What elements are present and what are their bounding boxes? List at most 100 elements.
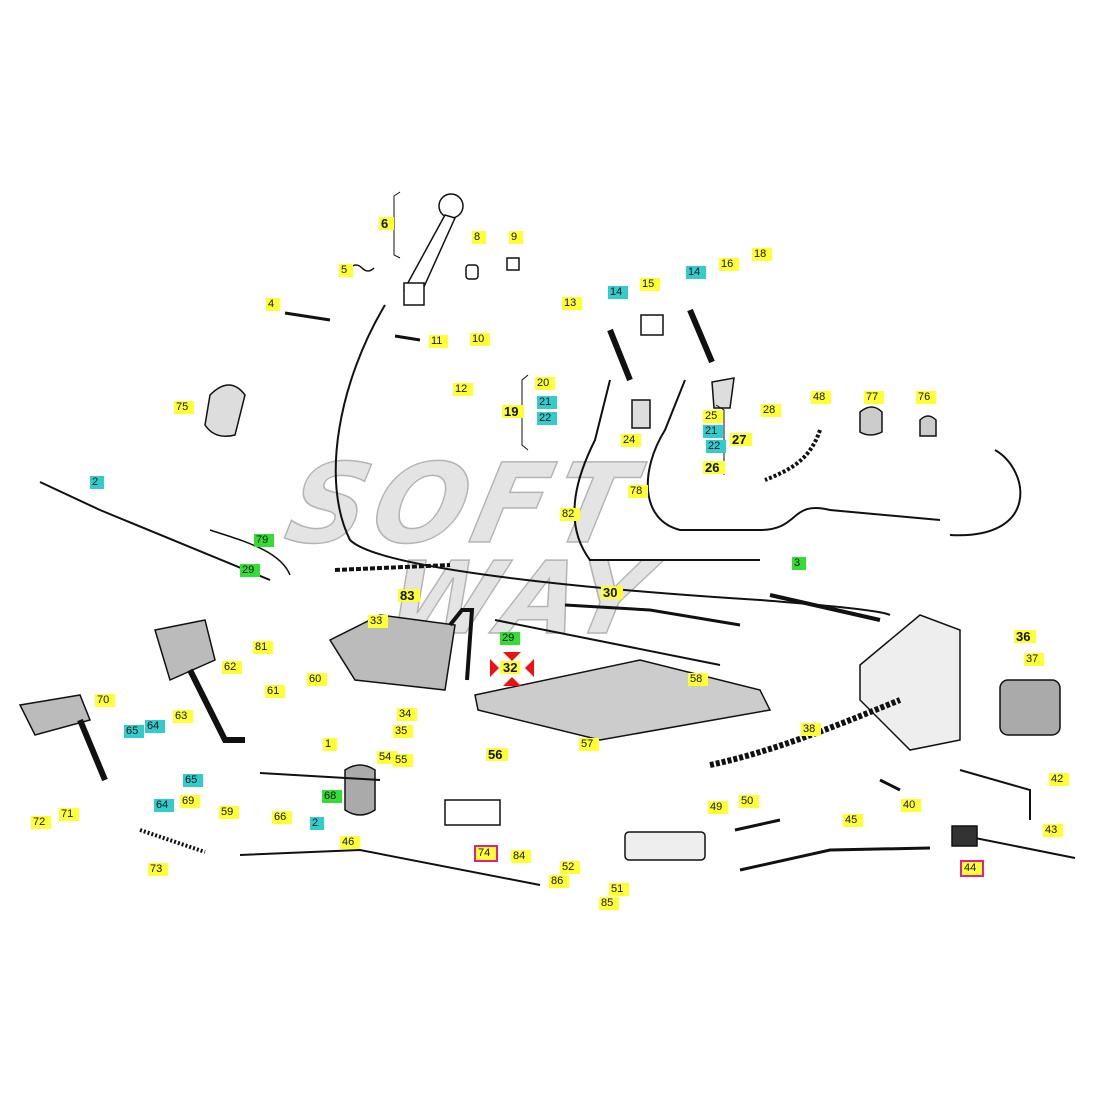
part-label-65: 65 — [124, 725, 145, 738]
part-label-28: 28 — [761, 404, 782, 417]
part-label-62: 62 — [222, 661, 243, 674]
part-label-84: 84 — [511, 850, 532, 863]
part-label-29: 29 — [240, 564, 261, 577]
part-label-64: 64 — [145, 720, 166, 733]
part-label-43: 43 — [1043, 824, 1064, 837]
part-label-79: 79 — [254, 534, 275, 547]
part-label-40: 40 — [901, 799, 922, 812]
part-label-73: 73 — [148, 863, 169, 876]
part-label-14: 14 — [686, 266, 707, 279]
part-label-6: 6 — [379, 217, 395, 230]
part-label-83: 83 — [398, 589, 421, 602]
part-label-42: 42 — [1049, 773, 1070, 786]
part-label-10: 10 — [470, 333, 491, 346]
part-label-49: 49 — [708, 801, 729, 814]
part-label-1: 1 — [323, 738, 338, 751]
part-label-52: 52 — [560, 861, 581, 874]
part-label-57: 57 — [579, 738, 600, 751]
accelerator-cable — [39, 481, 271, 581]
part-label-32-highlighted: 32 — [500, 661, 521, 674]
part-label-50: 50 — [739, 795, 760, 808]
part-label-58: 58 — [688, 673, 709, 686]
part-label-24: 24 — [621, 434, 642, 447]
part-label-21: 21 — [537, 396, 558, 409]
part-label-12: 12 — [453, 383, 474, 396]
part-label-77: 77 — [864, 391, 885, 404]
part-label-71: 71 — [59, 808, 80, 821]
part-label-56: 56 — [486, 748, 509, 761]
gear-lever-part — [393, 191, 464, 306]
part-label-8: 8 — [472, 231, 487, 244]
part-label-86: 86 — [549, 875, 570, 888]
part-label-63: 63 — [173, 710, 194, 723]
part-label-51: 51 — [609, 883, 630, 896]
gear-cable — [334, 304, 891, 616]
part-label-21: 21 — [703, 425, 724, 438]
part-label-19: 19 — [502, 405, 525, 418]
nut-part — [506, 257, 520, 271]
part-label-48: 48 — [811, 391, 832, 404]
clutch-cable-19 — [573, 379, 760, 561]
part-label-46: 46 — [340, 836, 361, 849]
bushing-part — [465, 264, 479, 280]
part-label-20: 20 — [535, 377, 556, 390]
part-label-72: 72 — [31, 816, 52, 829]
part-label-59: 59 — [219, 806, 240, 819]
part-label-33: 33 — [368, 615, 389, 628]
part-label-22: 22 — [706, 440, 727, 453]
part-label-76: 76 — [916, 391, 937, 404]
spring-part — [349, 264, 375, 272]
mount-37 — [999, 679, 1061, 736]
part-label-5: 5 — [339, 264, 354, 277]
part-label-4: 4 — [266, 298, 281, 311]
part-label-22: 22 — [537, 412, 558, 425]
part-label-34: 34 — [397, 708, 418, 721]
transmission-housing — [859, 614, 961, 751]
part-label-82: 82 — [560, 508, 581, 521]
part-label-65: 65 — [183, 774, 204, 787]
part-label-61: 61 — [265, 685, 286, 698]
part-label-15: 15 — [640, 278, 661, 291]
clutch-pedal-pad — [154, 619, 216, 682]
part-label-27: 27 — [730, 433, 753, 446]
part-label-54: 54 — [377, 751, 398, 764]
part-label-26: 26 — [703, 461, 726, 474]
part-label-2: 2 — [90, 476, 105, 489]
part-label-38: 38 — [801, 723, 822, 736]
highlight-markers-32 — [490, 652, 534, 686]
part-label-60: 60 — [307, 673, 328, 686]
part-label-44-highlighted: 44 — [959, 860, 985, 877]
part-label-3: 3 — [792, 557, 807, 570]
part-label-9: 9 — [509, 231, 524, 244]
master-cylinder — [624, 831, 706, 861]
part-label-70: 70 — [95, 694, 116, 707]
part-label-30: 30 — [601, 586, 624, 599]
part-label-75: 75 — [174, 401, 195, 414]
part-label-66: 66 — [272, 811, 293, 824]
part-label-36: 36 — [1014, 630, 1037, 643]
clutch-cable-27 — [646, 379, 941, 531]
part-label-29: 29 — [500, 632, 521, 645]
part-label-16: 16 — [719, 258, 740, 271]
part-label-2: 2 — [310, 817, 325, 830]
brake-pedal-pad — [18, 694, 92, 736]
part-label-37: 37 — [1024, 653, 1045, 666]
boot-part-75 — [204, 384, 246, 437]
part-label-69: 69 — [180, 795, 201, 808]
part-label-55: 55 — [393, 754, 414, 767]
part-label-74-highlighted: 74 — [473, 845, 499, 862]
bolt-part — [284, 311, 331, 322]
part-label-35: 35 — [393, 725, 414, 738]
part-label-78: 78 — [628, 485, 649, 498]
part-label-45: 45 — [843, 814, 864, 827]
spring-73 — [139, 828, 206, 854]
part-label-11: 11 — [429, 335, 449, 348]
accelerator-pedal-33 — [328, 614, 456, 691]
hose-48 — [764, 429, 822, 482]
part-label-13: 13 — [562, 297, 583, 310]
part-label-64: 64 — [154, 799, 175, 812]
part-label-25: 25 — [703, 410, 724, 423]
part-label-18: 18 — [752, 248, 773, 261]
